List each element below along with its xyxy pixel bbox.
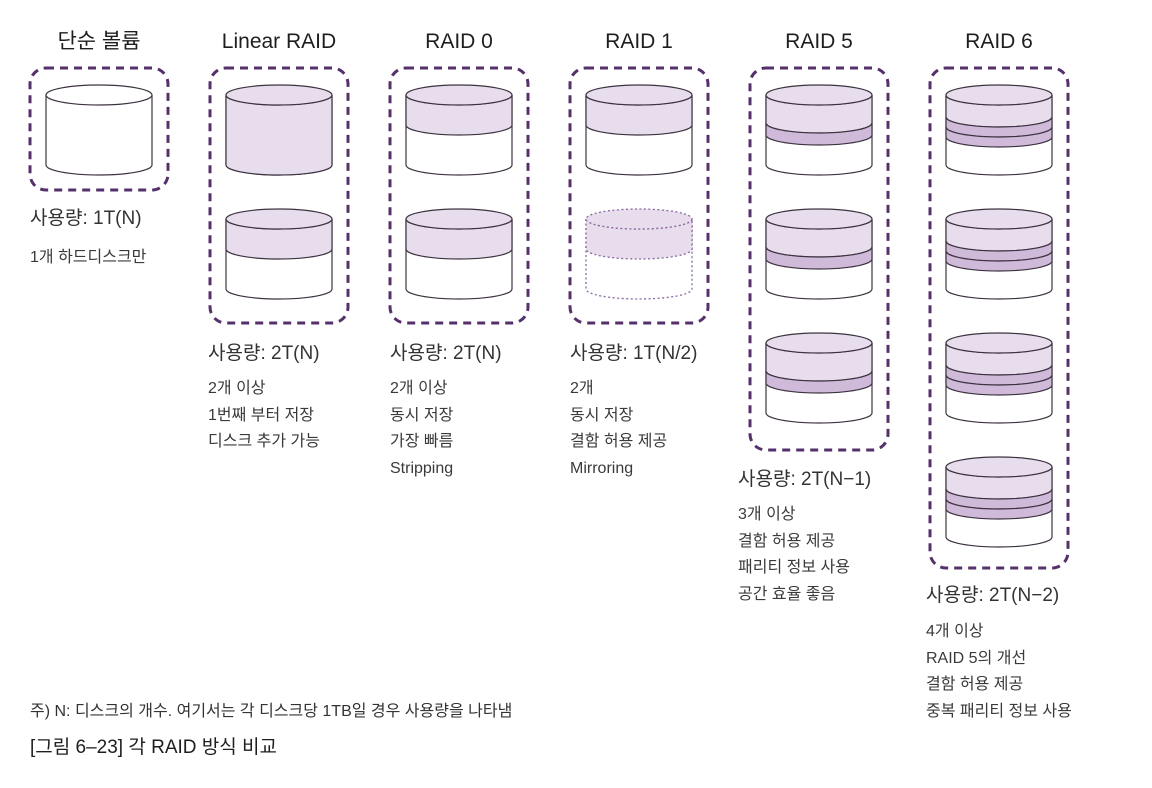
- notes-list: 2개 동시 저장 결함 허용 제공 Mirroring: [570, 376, 667, 482]
- disk-top: [405, 208, 513, 230]
- usage-text: 사용량: 1T(N): [30, 208, 142, 229]
- note-line: 1개 하드디스크만: [30, 249, 147, 266]
- column-title: RAID 5: [785, 30, 853, 53]
- note-line: 가장 빠름: [390, 433, 454, 451]
- disk-top: [765, 332, 873, 354]
- raid-group-box: [568, 66, 710, 325]
- note-line: 4개 이상: [926, 623, 984, 640]
- notes-list: 2개 이상 1번째 부터 저장 디스크 추가 가능: [208, 376, 320, 456]
- note-line: 동시 저장: [390, 406, 454, 424]
- disk-data-icon: [405, 208, 513, 300]
- column-title: RAID 1: [605, 30, 673, 53]
- disk-top: [945, 208, 1053, 230]
- note-line: RAID 5의 개선: [926, 649, 1027, 667]
- raid-group-box: [28, 66, 170, 192]
- column-title: RAID 6: [965, 30, 1033, 53]
- notes-list: 1개 하드디스크만: [30, 245, 146, 272]
- usage-text: 사용량: 1T(N/2): [570, 343, 698, 364]
- column-title: Linear RAID: [221, 30, 337, 53]
- raid-group-box: [208, 66, 350, 325]
- disk-parity-band: [765, 246, 873, 270]
- column-raid-5: RAID 5 사용량: 2T(N−1) 3개 이상 결함 허용 제공 패리티 정…: [738, 0, 888, 788]
- note-line: 동시 저장: [570, 406, 634, 424]
- disk-top: [765, 84, 873, 106]
- disk-parity-icon: [765, 208, 873, 300]
- note-line: 2개 이상: [390, 380, 448, 397]
- usage-text: 사용량: 2T(N−1): [738, 469, 872, 490]
- disk-top: [225, 208, 333, 230]
- figure-caption: [그림 6–23] 각 RAID 방식 비교: [30, 737, 277, 758]
- disk-mirror-icon: [585, 208, 693, 300]
- note-line: 패리티 정보 사용: [738, 559, 850, 577]
- note-line: Stripping: [390, 459, 454, 477]
- disk-top: [765, 208, 873, 230]
- column-linear-raid: Linear RAID 사용량: 2T(N) 2개 이상 1번째 부터 저장 디…: [208, 0, 348, 788]
- disk-parity-band: [945, 126, 1053, 148]
- disk-top: [585, 84, 693, 106]
- disk-data-icon: [225, 208, 333, 300]
- disk-dual-parity-icon: [945, 456, 1053, 548]
- disk-parity-band: [765, 122, 873, 146]
- raid-column-graphic: [928, 66, 1070, 570]
- usage-text: 사용량: 2T(N): [390, 343, 502, 364]
- disk-top: [585, 208, 693, 230]
- note-line: Mirroring: [570, 459, 634, 477]
- disk-parity-band: [945, 374, 1053, 396]
- note-line: 중복 패리티 정보 사용: [926, 702, 1072, 720]
- column-raid-1: RAID 1 사용량: 1T(N/2) 2개 동시 저장 결함 허용 제공 Mi…: [570, 0, 708, 788]
- disk-top: [405, 84, 513, 106]
- disk-dual-parity-icon: [945, 332, 1053, 424]
- disk-top: [945, 456, 1053, 478]
- column-title: 단순 볼륨: [57, 30, 141, 53]
- note-line: 공간 효율 좋음: [738, 585, 836, 603]
- column-raid-6: RAID 6 사용량: 2T(N−2) 4개 이상 RAID 5의 개선 결함 …: [926, 0, 1072, 788]
- notes-list: 3개 이상 결함 허용 제공 패리티 정보 사용 공간 효율 좋음: [738, 502, 850, 608]
- raid-column-graphic: [28, 66, 170, 192]
- disk-full-icon: [225, 84, 333, 176]
- disk-parity-band: [945, 250, 1053, 272]
- note-line: 2개 이상: [208, 380, 266, 397]
- disk-top: [945, 332, 1053, 354]
- disk-parity-band: [765, 370, 873, 394]
- notes-list: 4개 이상 RAID 5의 개선 결함 허용 제공 중복 패리티 정보 사용: [926, 619, 1072, 725]
- note-line: 결함 허용 제공: [926, 676, 1024, 694]
- raid-column-graphic: [208, 66, 350, 325]
- footnote: 주) N: 디스크의 개수. 여기서는 각 디스크당 1TB일 경우 사용량을 …: [30, 703, 513, 720]
- column-raid-0: RAID 0 사용량: 2T(N) 2개 이상 동시 저장 가장 빠름 Stri…: [390, 0, 528, 788]
- note-line: 3개 이상: [738, 506, 796, 523]
- column-title: RAID 0: [425, 30, 493, 53]
- raid-group-box: [928, 66, 1070, 570]
- column-simple-volume: 단순 볼륨 사용량: 1T(N) 1개 하드디스크만: [30, 0, 168, 788]
- disk-empty-icon: [45, 84, 153, 176]
- note-line: 결함 허용 제공: [738, 532, 836, 550]
- disk-top: [225, 84, 333, 106]
- disk-parity-icon: [765, 84, 873, 176]
- disk-parity-band: [945, 498, 1053, 520]
- raid-column-graphic: [568, 66, 710, 325]
- usage-text: 사용량: 2T(N): [208, 343, 320, 364]
- disk-dual-parity-icon: [945, 208, 1053, 300]
- raid-column-graphic: [388, 66, 530, 325]
- raid-group-box: [388, 66, 530, 325]
- disk-data-icon: [585, 84, 693, 176]
- disk-data-icon: [405, 84, 513, 176]
- disk-top: [45, 84, 153, 106]
- disk-body: [45, 95, 153, 176]
- notes-list: 2개 이상 동시 저장 가장 빠름 Stripping: [390, 376, 453, 482]
- raid-column-graphic: [748, 66, 890, 452]
- disk-parity-icon: [765, 332, 873, 424]
- note-line: 디스크 추가 가능: [208, 433, 320, 451]
- note-line: 2개: [570, 380, 594, 397]
- usage-text: 사용량: 2T(N−2): [926, 585, 1060, 606]
- note-line: 1번째 부터 저장: [208, 406, 315, 424]
- disk-top: [945, 84, 1053, 106]
- note-line: 결함 허용 제공: [570, 433, 668, 451]
- disk-dual-parity-icon: [945, 84, 1053, 176]
